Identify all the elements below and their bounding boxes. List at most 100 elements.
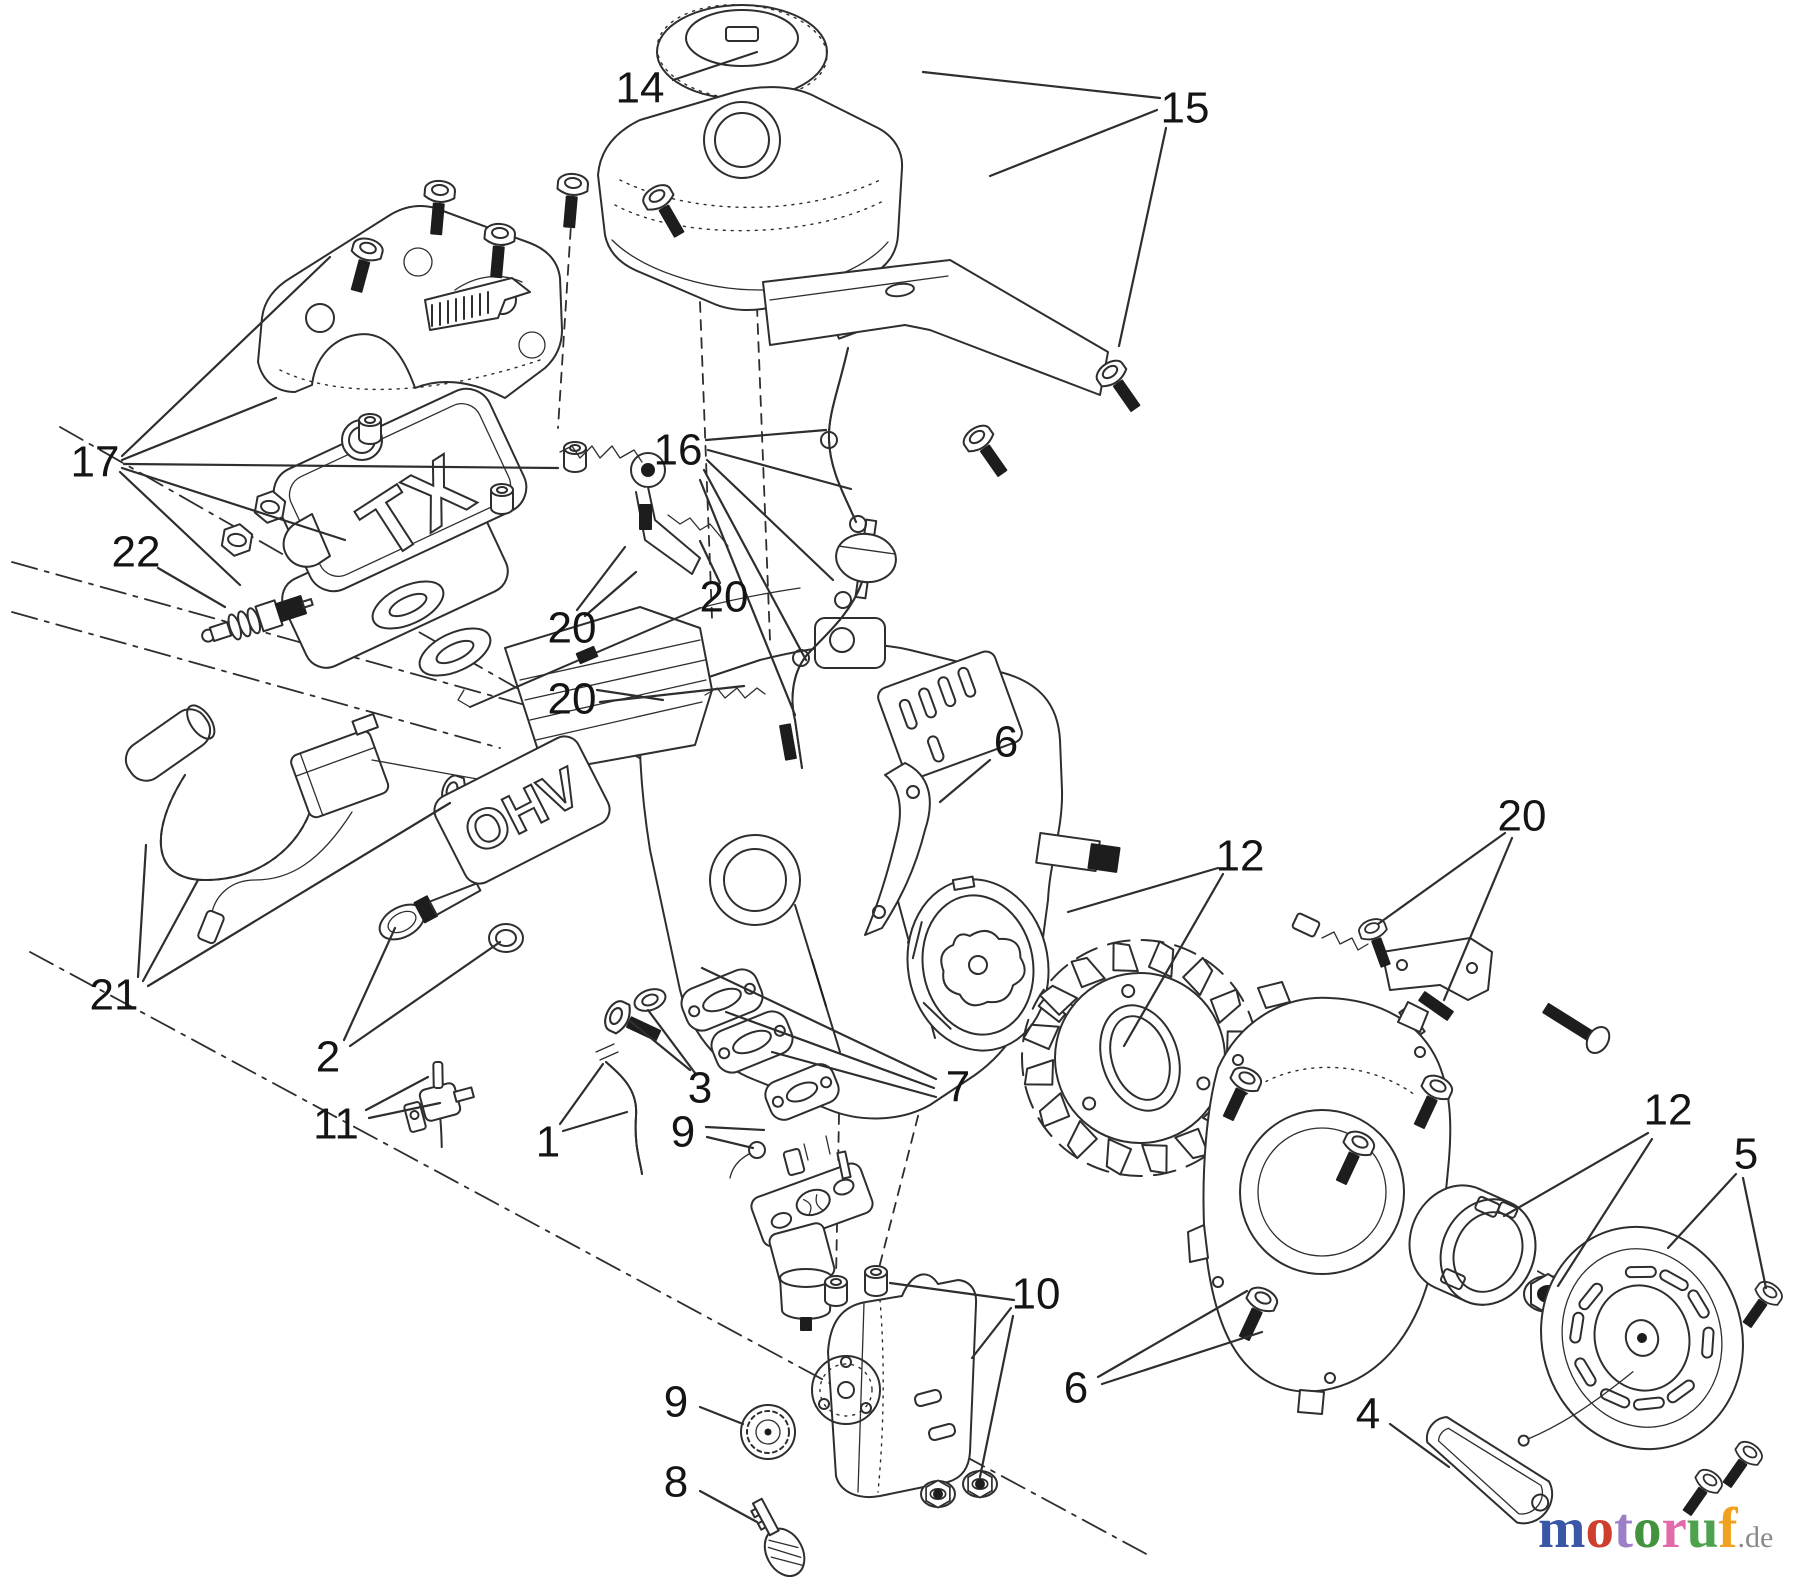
float-bowl [779,1268,833,1331]
leader-line [558,1062,605,1126]
callout-label-21: 21 [90,971,139,1020]
leader-line [700,966,938,1081]
callout-5-20: 5 [1666,1130,1768,1290]
leader-line [1666,1172,1738,1250]
callout-20-5: 20 [548,545,638,653]
spring-clamp [595,1043,619,1061]
callout-label-20: 20 [548,675,597,724]
cover-spacer [490,483,514,515]
callout-9-22: 9 [664,1378,745,1427]
leader-line [1066,866,1220,914]
watermark-letter: m [1538,1497,1586,1560]
callout-label-2: 2 [316,1033,340,1082]
leader-line [598,684,746,704]
coil-body [290,712,390,819]
governor-spring [559,445,643,463]
leader-line [120,466,347,542]
callout-label-8: 8 [664,1458,688,1507]
governor-stud [779,723,797,761]
flywheel-fan [1020,938,1260,1178]
leader-line [970,1306,1013,1360]
cover-spacer [563,441,587,473]
callout-12-17: 12 [1066,832,1264,1048]
leader-line [921,70,1162,100]
callout-label-5: 5 [1734,1130,1758,1179]
recoil-bolt [1735,1276,1787,1334]
watermark-letter: t [1613,1497,1633,1560]
callout-label-1: 1 [536,1118,560,1167]
callout-label-10: 10 [1012,1270,1061,1319]
leader-line [1096,1289,1249,1379]
leader-line [1388,1422,1451,1469]
carburetor [729,1135,874,1331]
leader-line [698,539,722,585]
callout-label-11: 11 [313,1100,359,1149]
callout-2-10: 2 [316,926,502,1082]
callout-3-13: 3 [628,1008,712,1113]
callout-20-6: 20 [698,539,748,622]
leader-line [698,1489,759,1524]
leader-line [118,470,242,587]
callout-6-21: 6 [1064,1289,1264,1413]
callout-label-22: 22 [112,528,161,577]
watermark-letter: u [1686,1497,1719,1560]
leader-line [1100,1330,1264,1386]
leader-line [1122,872,1225,1048]
leader-line [978,1314,1015,1479]
governor-spring-2 [667,514,729,547]
leader-line [706,448,853,491]
drain-washer [630,984,670,1016]
dipstick-o-ring [488,923,524,953]
callout-14-0: 14 [616,50,759,113]
engine-cover [257,205,563,399]
leader-line [938,758,992,804]
watermark-letter: r [1661,1497,1687,1560]
leader-line [705,458,835,582]
watermark-word: motoruf [1538,1497,1737,1560]
leader-line [561,1110,629,1133]
callout-label-9: 9 [671,1108,695,1157]
callout-label-20: 20 [1498,792,1547,841]
leader-line [1117,126,1168,348]
support-bracket [864,762,931,936]
leader-line [156,566,227,609]
breather-spout [282,513,331,568]
callout-6-16: 6 [938,718,1018,804]
muffler-spacer [864,1265,888,1297]
leader-line [1556,1137,1654,1288]
magneto-ring [906,875,1050,1052]
oil-dipstick [378,882,482,941]
governor-linkage [457,445,801,708]
leader-line [583,570,638,618]
callout-label-6: 6 [994,718,1018,767]
leader-line [120,255,332,458]
watermark-letter: o [1585,1497,1614,1560]
intake-elbow [814,617,886,669]
leader-line [1442,836,1514,1002]
fuel-line [791,347,897,769]
callout-10-18: 10 [888,1270,1061,1479]
leader-line [705,1135,755,1150]
muffler-spacer [824,1275,848,1307]
watermark-motoruf[interactable]: motoruf.de [1538,1496,1773,1561]
fuel-filter [835,518,897,600]
callout-12-19: 12 [1502,1086,1692,1288]
watermark-suffix: .de [1737,1521,1774,1554]
spark-plug [201,595,314,643]
leader-line [770,1050,938,1099]
leader-line [698,478,797,717]
governor-plate [877,650,1023,780]
leader-line [704,1125,766,1132]
callout-11-11: 11 [313,1075,442,1149]
recoil-bolt [1715,1436,1767,1494]
callout-4-24: 4 [1356,1390,1451,1469]
leader-line [122,462,560,470]
exhaust-gaskets [371,580,492,677]
callout-label-9: 9 [664,1378,688,1427]
leader-line [364,1075,430,1112]
leader-line [575,545,627,612]
callout-1-12: 1 [536,1062,629,1167]
leader-line [628,1019,692,1072]
callout-7-15: 7 [700,966,970,1112]
tank-bracket [762,259,1109,396]
